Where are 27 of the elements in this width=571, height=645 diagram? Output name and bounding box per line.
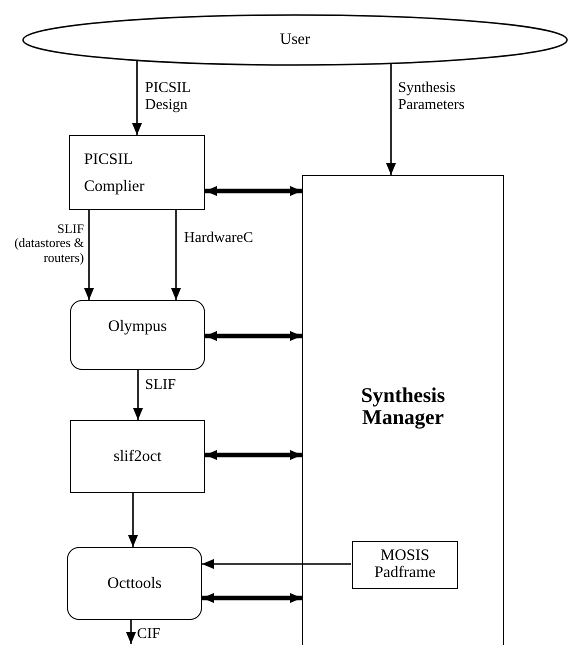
process-box [70,420,205,493]
node-label: User [278,30,312,50]
node-label: slif2oct [112,447,162,466]
arrow [126,620,136,644]
node-label: PICSIL Complier [84,149,146,196]
arrow [132,60,142,135]
double-arrow [205,450,302,460]
node-label: Synthesis Manager [360,384,446,428]
double-arrow [202,593,302,603]
arrow [202,559,351,569]
node-label: MOSIS Padframe [373,548,437,582]
arrow [84,210,94,300]
rounded-process-box [67,547,202,620]
ellipse-node [22,14,568,66]
double-arrow [205,331,302,341]
node-label: Octtools [106,574,163,593]
process-box [69,135,205,210]
arrow [128,493,138,547]
double-arrow [205,186,302,196]
rounded-process-box [70,300,205,370]
arrow [133,370,143,420]
arrow [171,210,181,300]
process-box [302,175,504,645]
node-label: Olympus [107,318,168,336]
process-box [352,541,458,589]
arrow [386,63,396,175]
edge-label: SLIF (datastores & routers) [12,222,84,265]
